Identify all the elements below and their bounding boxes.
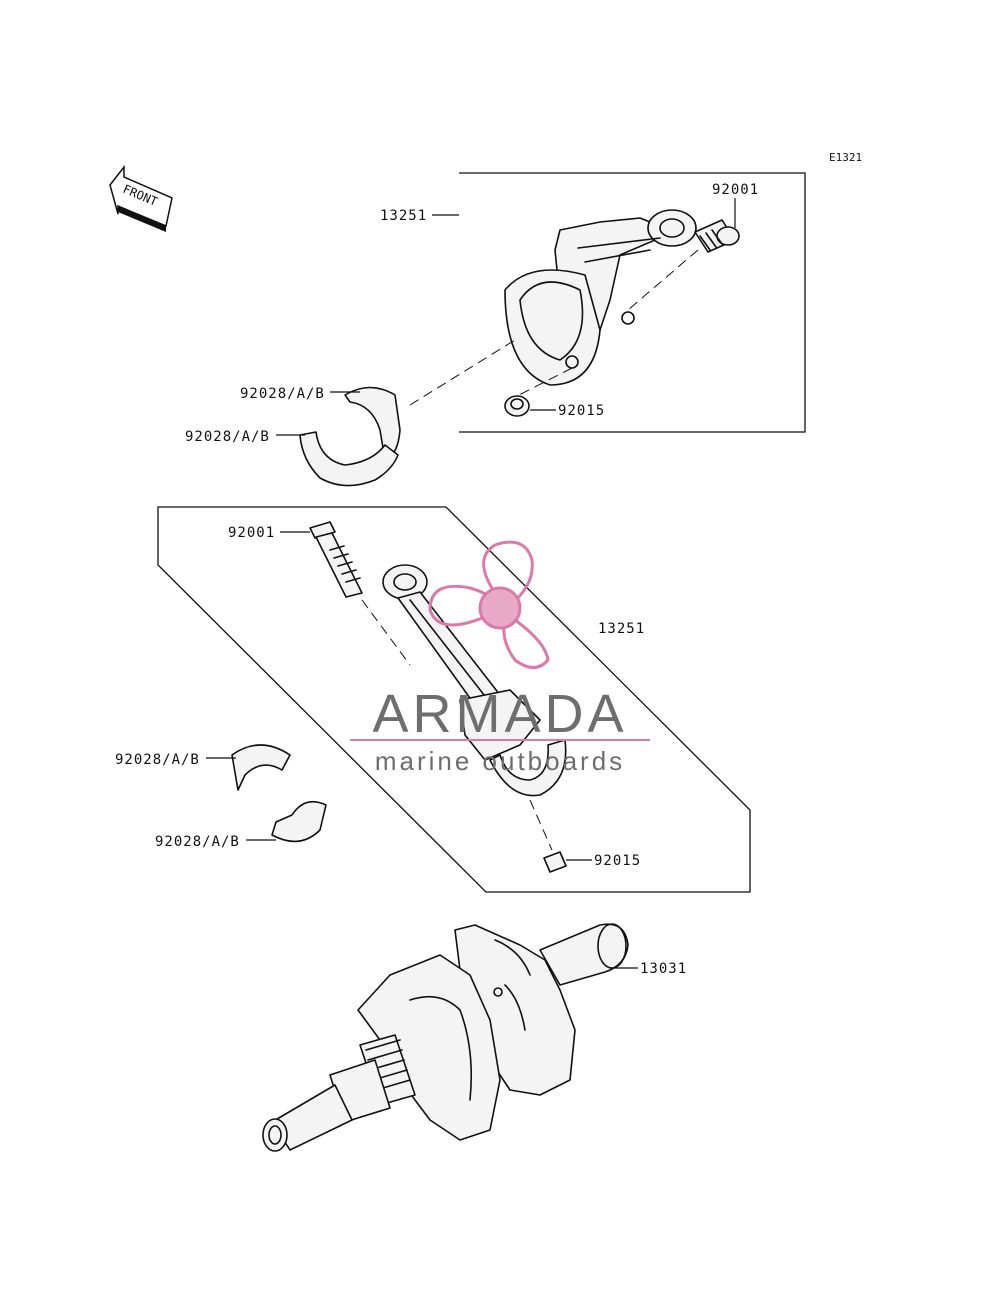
label-92015-lower: 92015	[594, 853, 641, 869]
watermark-brand: ARMADA	[372, 684, 627, 744]
armada-watermark: ARMADA marine outboards	[350, 540, 650, 776]
label-92001-upper: 92001	[712, 182, 759, 198]
label-13251-lower: 13251	[598, 621, 645, 637]
upper-rod-group-frame	[459, 172, 806, 433]
watermark-tagline: marine outboards	[375, 746, 625, 776]
label-92028-upper-2: 92028/A/B	[185, 429, 270, 445]
upper-rod-nut	[504, 395, 530, 417]
label-92028-lower-1: 92028/A/B	[115, 752, 200, 768]
propeller-logo-icon	[428, 540, 550, 669]
front-arrow-icon: FRONT	[109, 164, 173, 232]
lower-connecting-rod	[382, 564, 567, 797]
lower-rod-nut	[543, 851, 567, 873]
upper-bearing-shell-1	[344, 386, 401, 461]
crankshaft	[262, 923, 629, 1152]
upper-bearing-shell-2	[299, 431, 399, 487]
label-92001-lower: 92001	[228, 525, 275, 541]
lower-rod-group-frame	[157, 506, 751, 893]
label-13251-upper: 13251	[380, 208, 427, 224]
label-13031: 13031	[640, 961, 687, 977]
diagram-code: E1321	[829, 151, 862, 164]
label-92028-lower-2: 92028/A/B	[155, 834, 240, 850]
label-92015-upper: 92015	[558, 403, 605, 419]
label-92028-upper-1: 92028/A/B	[240, 386, 325, 402]
upper-connecting-rod	[504, 209, 697, 386]
upper-rod-bolt	[694, 219, 740, 253]
lower-bearing-shell-1	[231, 744, 291, 791]
lower-bearing-shell-2	[271, 800, 327, 843]
lower-rod-bolt	[309, 521, 363, 598]
